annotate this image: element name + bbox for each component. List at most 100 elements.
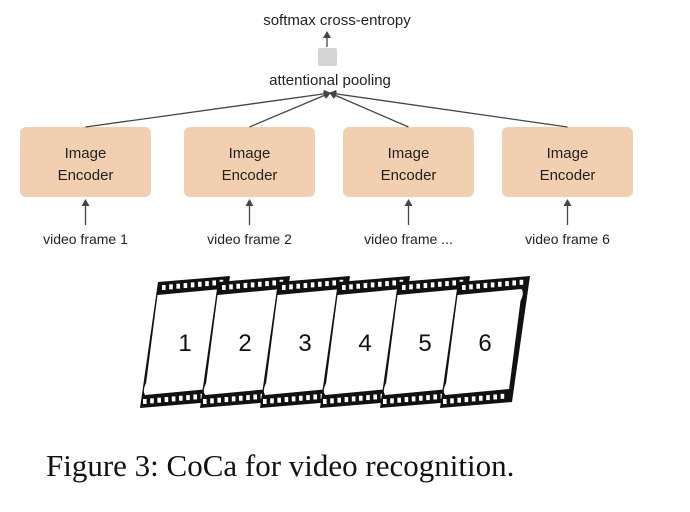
sprocket-hole xyxy=(332,280,336,286)
sprocket-hole xyxy=(284,397,289,403)
image-encoder-box xyxy=(343,127,474,197)
sprocket-hole xyxy=(383,399,387,404)
sprocket-hole xyxy=(483,283,488,289)
sprocket-hole xyxy=(246,395,250,401)
sprocket-hole xyxy=(210,398,214,404)
film-window xyxy=(203,289,283,395)
arrow-to-pooling xyxy=(329,89,568,128)
film-window xyxy=(383,289,463,395)
sprocket-hole xyxy=(498,281,502,287)
sprocket-hole xyxy=(342,285,346,290)
image-encoder-box xyxy=(20,127,151,197)
sprocket-hole xyxy=(157,397,161,403)
sprocket-hole xyxy=(162,285,166,290)
arrow-to-pooling xyxy=(85,89,331,128)
film-frame-number: 6 xyxy=(478,330,491,357)
encoder-label-line2: Encoder xyxy=(540,167,596,184)
sprocket-hole xyxy=(190,282,195,288)
sprocket-hole xyxy=(366,395,370,401)
sprocket-hole xyxy=(222,285,226,290)
sprocket-hole xyxy=(265,281,269,287)
sprocket-hole xyxy=(253,394,257,400)
sprocket-hole xyxy=(469,284,473,290)
sprocket-hole xyxy=(243,283,248,289)
sprocket-hole xyxy=(344,397,349,403)
sprocket-hole xyxy=(351,396,356,402)
sprocket-hole xyxy=(419,395,423,401)
film-frame-number: 1 xyxy=(178,330,191,357)
sprocket-hole xyxy=(373,394,377,400)
video-frame-label: video frame ... xyxy=(364,231,453,247)
image-encoder-box xyxy=(184,127,315,197)
sprocket-hole xyxy=(392,280,396,286)
sprocket-hole xyxy=(430,282,435,288)
sprocket-hole xyxy=(363,283,368,289)
sprocket-hole xyxy=(385,281,389,287)
sprocket-hole xyxy=(263,399,267,404)
sprocket-hole xyxy=(416,283,420,289)
figure-caption: Figure 3: CoCa for video recognition. xyxy=(46,448,514,483)
video-frame-label: video frame 1 xyxy=(43,231,128,247)
sprocket-hole xyxy=(433,394,437,400)
sprocket-hole xyxy=(318,281,322,287)
sprocket-hole xyxy=(445,281,449,287)
sprocket-hole xyxy=(236,283,240,289)
sprocket-hole xyxy=(370,282,375,288)
film-window xyxy=(263,289,343,395)
sprocket-hole xyxy=(323,399,327,404)
film-frame-6: 6 xyxy=(440,276,530,408)
sprocket-hole xyxy=(450,398,454,404)
sprocket-hole xyxy=(457,397,461,403)
sprocket-hole xyxy=(462,285,466,290)
sprocket-hole xyxy=(299,395,303,401)
sprocket-hole xyxy=(303,283,308,289)
sprocket-hole xyxy=(426,395,430,401)
film-window xyxy=(323,289,403,395)
film-frame-number: 5 xyxy=(418,330,431,357)
sprocket-hole xyxy=(179,395,183,401)
sprocket-hole xyxy=(217,397,221,403)
sprocket-hole xyxy=(512,280,516,286)
sprocket-hole xyxy=(325,281,329,287)
sprocket-hole xyxy=(476,283,480,289)
encoder-label-line2: Encoder xyxy=(58,167,114,184)
film-window xyxy=(143,289,223,395)
sprocket-hole xyxy=(291,396,296,402)
sprocket-hole xyxy=(378,281,382,287)
sprocket-hole xyxy=(310,282,315,288)
sprocket-hole xyxy=(349,284,353,290)
sprocket-hole xyxy=(229,284,233,290)
sprocket-hole xyxy=(486,395,490,401)
sprocket-hole xyxy=(296,283,300,289)
sprocket-hole xyxy=(464,397,469,403)
sprocket-hole xyxy=(183,283,188,289)
sprocket-hole xyxy=(519,279,524,285)
film-window xyxy=(443,289,523,395)
sprocket-hole xyxy=(493,394,497,400)
sprocket-hole xyxy=(186,395,190,401)
sprocket-hole xyxy=(198,281,202,287)
sprocket-hole xyxy=(313,394,317,400)
film-frame-number: 3 xyxy=(298,330,311,357)
sprocket-hole xyxy=(500,393,505,399)
pooled-token xyxy=(318,48,337,66)
sprocket-hole xyxy=(143,399,147,404)
sprocket-hole xyxy=(270,398,274,404)
film-frame-5: 5 xyxy=(380,276,470,408)
arrow-to-pooling xyxy=(249,91,331,128)
sprocket-hole xyxy=(250,282,255,288)
sprocket-hole xyxy=(306,395,310,401)
sprocket-hole xyxy=(224,397,229,403)
sprocket-hole xyxy=(397,397,401,403)
sprocket-hole xyxy=(411,396,416,402)
video-frame-label: video frame 6 xyxy=(525,231,610,247)
sprocket-hole xyxy=(356,283,360,289)
arrow-to-pooling xyxy=(329,91,409,128)
sprocket-hole xyxy=(171,396,176,402)
